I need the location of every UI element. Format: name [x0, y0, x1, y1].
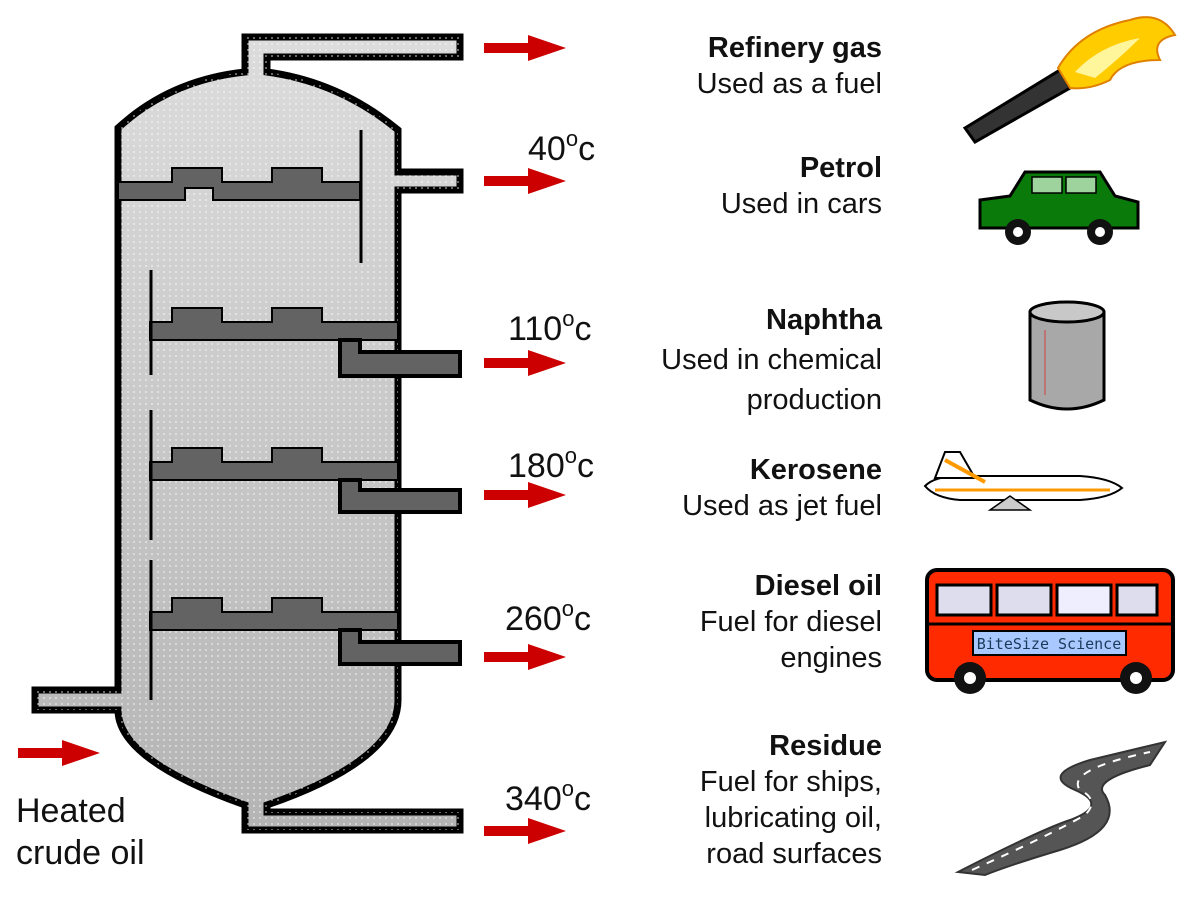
car-icon: [978, 170, 1140, 245]
arrow-naphtha: [484, 350, 566, 376]
drum-icon: [1028, 300, 1106, 411]
arrow-kerosene: [484, 482, 566, 508]
flaming-torch-icon: [962, 16, 1177, 144]
temp-kerosene: 180oc: [508, 443, 594, 485]
side-outlets: [338, 338, 462, 666]
tray-2: [149, 307, 399, 341]
airplane-icon: [923, 451, 1124, 511]
arrow-feed: [18, 740, 100, 766]
output-arrows: [18, 35, 566, 844]
arrow-diesel: [484, 644, 566, 670]
tray-4: [149, 597, 399, 631]
temp-diesel: 260oc: [505, 596, 591, 638]
distillation-column: [31, 33, 464, 834]
arrow-residue: [484, 818, 566, 844]
temp-residue: 340oc: [505, 776, 591, 818]
arrow-refinery-gas: [484, 35, 566, 61]
tray-1: [117, 167, 361, 201]
bus-sign: BiteSize Science: [977, 635, 1122, 653]
tray-3: [149, 447, 399, 481]
road-icon: [954, 740, 1168, 877]
downcomers: [149, 130, 363, 700]
arrow-petrol: [484, 168, 566, 194]
temp-petrol: 40oc: [528, 126, 596, 168]
temp-naphtha: 110oc: [508, 306, 592, 348]
trays: [117, 167, 399, 631]
bus-icon: BiteSize Science: [925, 568, 1175, 694]
